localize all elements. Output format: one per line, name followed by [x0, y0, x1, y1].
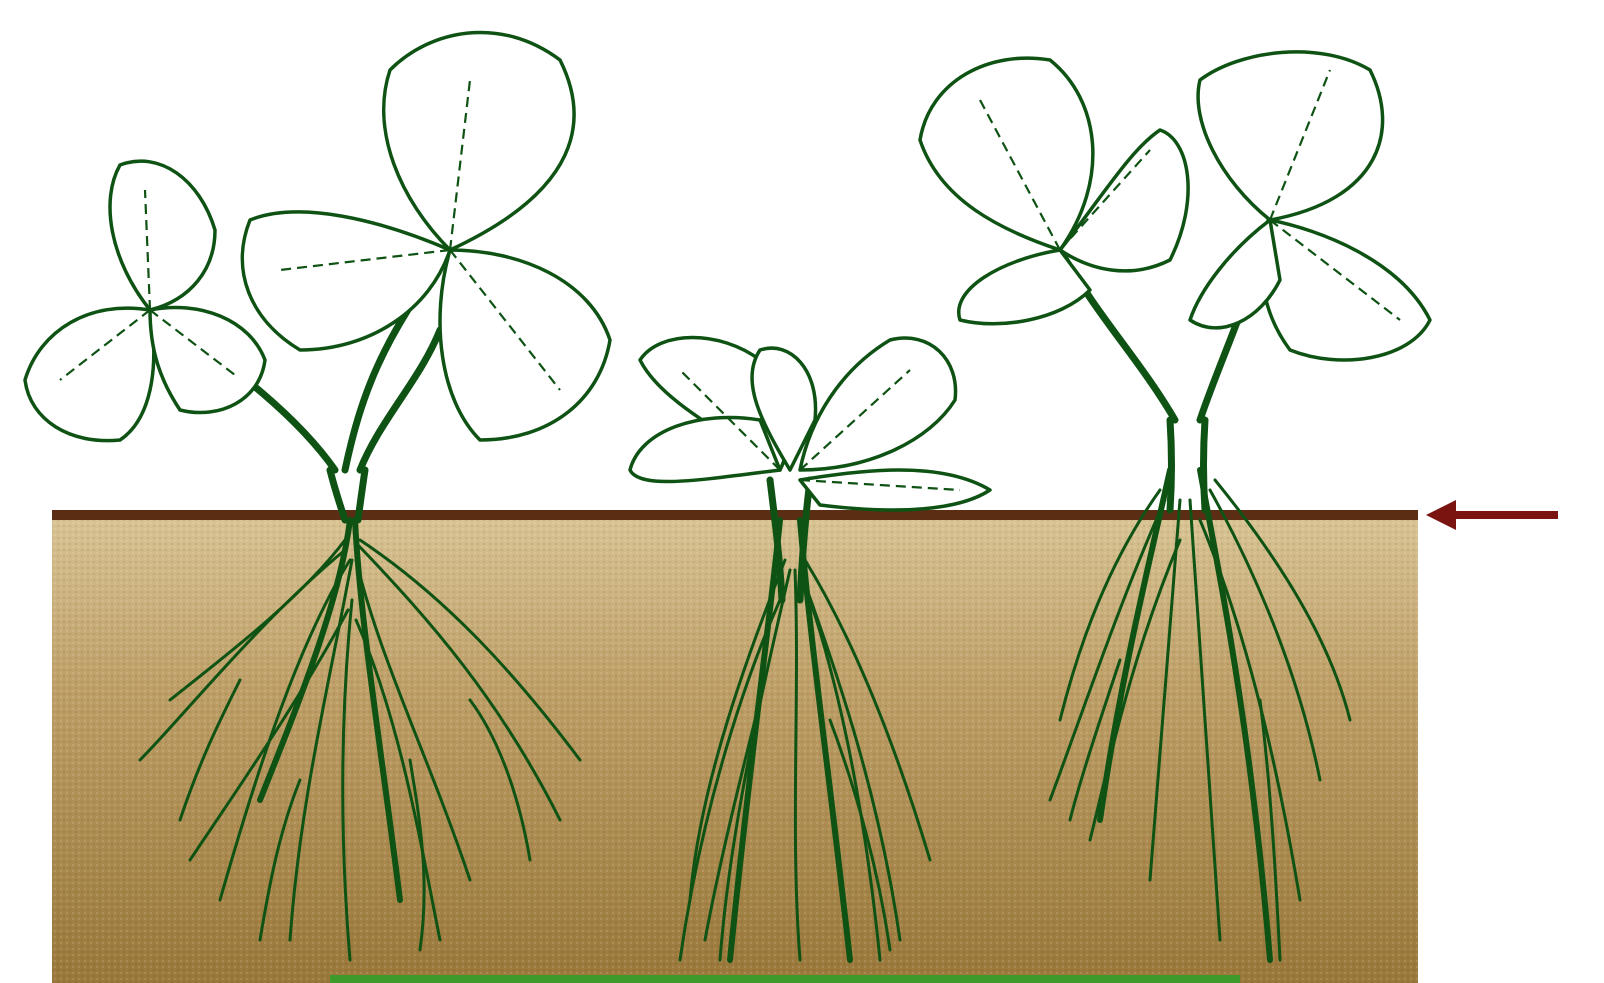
plant-right-crown [1170, 420, 1172, 510]
base-strip [330, 975, 1240, 983]
plant-right-leaves [920, 52, 1430, 360]
soil-line-arrow [1426, 500, 1558, 530]
plant-left-leaves [25, 32, 610, 440]
soil-surface-line [52, 510, 1418, 520]
plant-middle-leaves [630, 338, 990, 511]
